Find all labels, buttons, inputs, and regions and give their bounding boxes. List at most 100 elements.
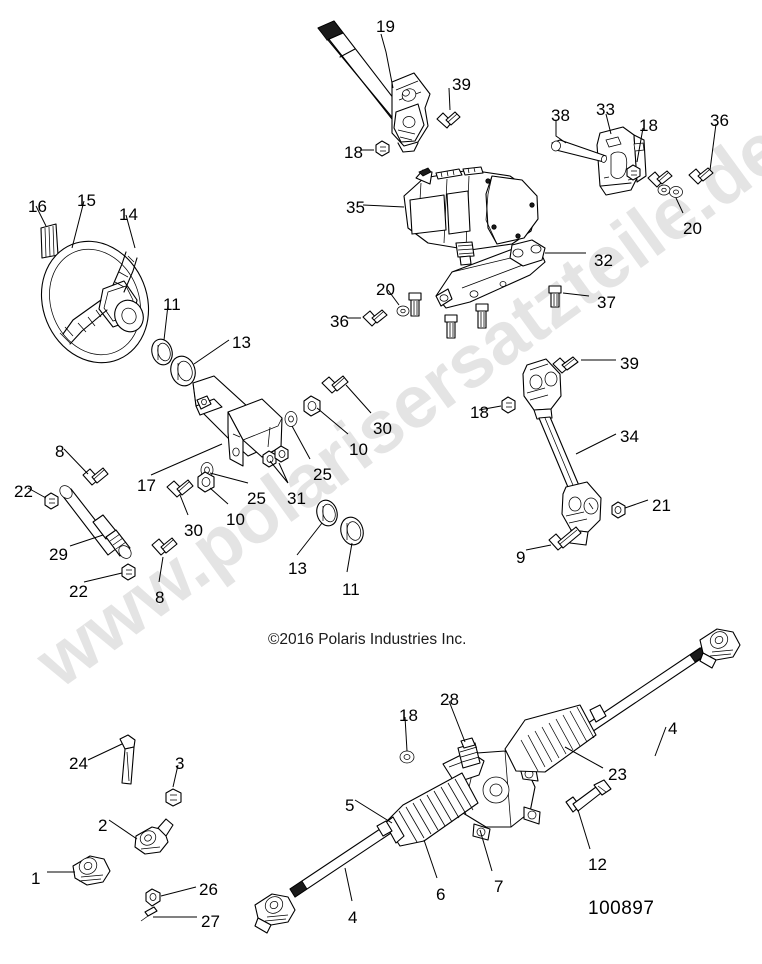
part-20-flat-washer-b bbox=[669, 186, 683, 198]
callout-15: 15 bbox=[77, 191, 96, 210]
part-36-flange-bolt-a bbox=[688, 167, 714, 185]
callout-4-b: 4 bbox=[348, 908, 358, 927]
part-12-hex-bolt bbox=[565, 779, 612, 813]
part-26-cotter-nut bbox=[145, 888, 161, 907]
callout-36-a: 36 bbox=[710, 111, 729, 130]
callout-3: 3 bbox=[175, 754, 185, 773]
callout-11-b: 11 bbox=[342, 580, 360, 599]
callout-2: 2 bbox=[98, 816, 108, 835]
part-25-washer-a bbox=[284, 411, 298, 427]
part-27-cotter-pin bbox=[140, 906, 158, 922]
callout-9: 9 bbox=[516, 548, 526, 567]
part-38-pivot-pin bbox=[551, 139, 607, 163]
part-29-gas-spring-damper bbox=[59, 485, 132, 559]
part-3-jam-nut bbox=[165, 788, 182, 807]
callout-8-b: 8 bbox=[155, 588, 165, 607]
diagram-part-number: 100897 bbox=[588, 898, 655, 919]
callout-39-top: 39 bbox=[452, 75, 471, 94]
callout-25-b: 25 bbox=[247, 489, 266, 508]
part-21-nut bbox=[611, 501, 626, 519]
callout-29: 29 bbox=[49, 545, 68, 564]
part-23-rack-boot-right bbox=[504, 704, 607, 773]
callout-27: 27 bbox=[201, 912, 220, 931]
part-19-upper-steering-shaft bbox=[317, 20, 431, 153]
part-18-lock-nut-top bbox=[375, 140, 390, 157]
part-10-flange-nut-b bbox=[197, 471, 215, 493]
callout-35: 35 bbox=[346, 198, 365, 217]
part-20-flat-washer-a bbox=[657, 184, 671, 196]
callout-39-mid: 39 bbox=[620, 354, 639, 373]
callout-17: 17 bbox=[137, 476, 156, 495]
part-30-carriage-bolt-b bbox=[166, 479, 194, 498]
part-2-tie-rod-end-inner-left bbox=[134, 818, 174, 855]
part-9-u-joint-pinch-bolt bbox=[548, 526, 582, 551]
callout-38: 38 bbox=[551, 106, 570, 125]
part-30-carriage-bolt-a bbox=[321, 375, 349, 394]
callout-14: 14 bbox=[119, 205, 138, 224]
part-18-lock-nut-rack bbox=[399, 750, 415, 764]
callout-13-b: 13 bbox=[288, 559, 307, 578]
callout-30-b: 30 bbox=[184, 521, 203, 540]
callout-8-a: 8 bbox=[55, 442, 65, 461]
callout-6: 6 bbox=[436, 885, 446, 904]
part-35-eps-motor-unit bbox=[403, 166, 539, 266]
part-8-shoulder-bolt-b bbox=[151, 537, 178, 556]
part-10-flange-nut-a bbox=[303, 395, 321, 417]
part-17-steering-column-housing bbox=[192, 375, 283, 467]
callout-4-a: 4 bbox=[668, 719, 678, 738]
part-5-tie-rod-left bbox=[254, 820, 398, 934]
callout-33: 33 bbox=[596, 100, 615, 119]
callout-23: 23 bbox=[608, 765, 627, 784]
part-37-bracket-bolt bbox=[548, 285, 562, 308]
part-18-lock-nut-bracket bbox=[626, 164, 641, 181]
callout-26: 26 bbox=[199, 880, 218, 899]
callout-18-top: 18 bbox=[344, 143, 363, 162]
callout-19: 19 bbox=[376, 17, 395, 36]
callout-37: 37 bbox=[597, 293, 616, 312]
svg-text:www.polarisersatzteile.de: www.polarisersatzteile.de bbox=[20, 106, 762, 704]
callout-11-a: 11 bbox=[163, 295, 181, 314]
callout-21: 21 bbox=[652, 496, 671, 515]
bracket-bolt-cluster bbox=[408, 292, 489, 339]
callout-13-a: 13 bbox=[232, 333, 251, 352]
callout-36-b: 36 bbox=[330, 312, 349, 331]
callout-16: 16 bbox=[28, 197, 47, 216]
leader-lines bbox=[27, 33, 717, 918]
callout-7: 7 bbox=[494, 877, 504, 896]
copyright-notice: ©2016 Polaris Industries Inc. bbox=[268, 631, 467, 648]
part-11-column-bearing-upper-b bbox=[340, 516, 364, 546]
part-24-bolt-long bbox=[119, 734, 136, 785]
part-6-rack-boot-left bbox=[376, 772, 479, 847]
part-34-intermediate-shaft bbox=[522, 358, 602, 546]
callout-34: 34 bbox=[620, 427, 639, 446]
part-28-pinion-input-shaft bbox=[457, 737, 481, 769]
part-13-column-bearing-lower-a bbox=[170, 355, 196, 387]
callout-22-a: 22 bbox=[14, 482, 33, 501]
part-1-tie-rod-end-outer-left bbox=[72, 855, 111, 886]
callout-1: 1 bbox=[31, 869, 41, 888]
callout-12: 12 bbox=[588, 855, 607, 874]
watermark-layer: www.polarisersatzteile.de bbox=[20, 106, 762, 704]
callout-10-b: 10 bbox=[226, 510, 245, 529]
part-31-nut-small-a bbox=[262, 450, 277, 468]
callout-25-a: 25 bbox=[313, 465, 332, 484]
callout-22-b: 22 bbox=[69, 582, 88, 601]
part-31-nut-small-b bbox=[274, 445, 289, 463]
part-39-u-joint-bolt-mid bbox=[552, 356, 579, 374]
callout-20-b: 20 bbox=[376, 280, 395, 299]
part-16-center-cap bbox=[40, 223, 59, 259]
callout-31: 31 bbox=[287, 489, 306, 508]
part-36-flange-bolt-c bbox=[362, 309, 388, 327]
callout-32: 32 bbox=[594, 251, 613, 270]
part-22-lock-nut-a bbox=[44, 492, 59, 510]
part-22-lock-nut-b bbox=[121, 563, 136, 581]
part-13-column-bearing-lower-b bbox=[316, 499, 338, 527]
callout-5: 5 bbox=[345, 796, 355, 815]
callout-10-a: 10 bbox=[349, 440, 368, 459]
callout-18-rack: 18 bbox=[399, 706, 418, 725]
callout-20-a: 20 bbox=[683, 219, 702, 238]
callout-28: 28 bbox=[440, 690, 459, 709]
part-14-steering-wheel bbox=[40, 240, 150, 364]
part-39-u-joint-bolt-top bbox=[436, 111, 461, 129]
